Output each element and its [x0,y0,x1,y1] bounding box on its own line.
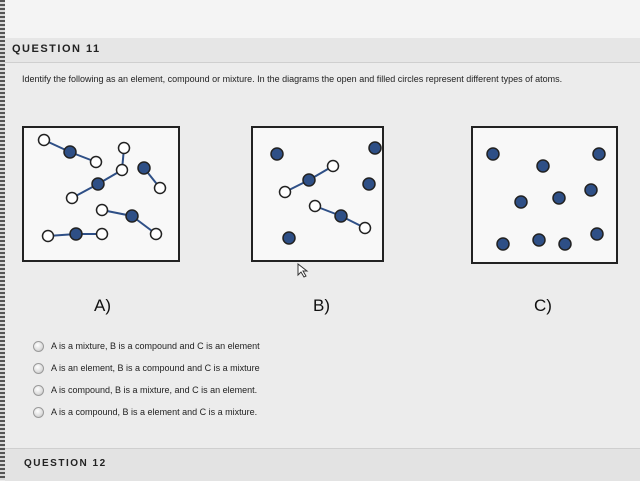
radio-button[interactable] [33,340,44,352]
filled-atom-icon [125,209,139,223]
question-header [5,38,640,63]
diagram-b [251,126,384,262]
diagram-b-label: B) [313,296,330,315]
diagram-c-label: C) [534,296,552,315]
filled-atom-icon [590,227,604,241]
filled-atom-icon [91,177,105,191]
filled-atom-icon [584,183,598,197]
filled-atom-icon [592,147,606,161]
diagram-c [471,126,618,264]
radio-button[interactable] [33,384,44,396]
filled-atom-icon [334,209,348,223]
answer-option-3[interactable]: A is compound, B is a mixture, and C is … [33,381,257,399]
filled-atom-icon [496,237,510,251]
filled-atom-icon [536,159,550,173]
answer-option-2-text: A is an element, B is a compound and C i… [51,363,260,373]
radio-button[interactable] [33,406,44,418]
filled-atom-icon [532,233,546,247]
open-atom-icon [117,141,131,155]
open-atom-icon [41,229,55,243]
diagram-b-drawing [270,141,382,245]
diagram-a-label: A) [94,296,111,315]
next-question-title: QUESTION 12 [24,458,107,469]
answer-option-1-text: A is a mixture, B is a compound and C is… [51,341,260,351]
answer-option-4[interactable]: A is a compound, B is a element and C is… [33,403,257,421]
open-atom-icon [358,221,372,235]
mouse-cursor-icon [297,263,309,278]
open-atom-icon [278,185,292,199]
open-atom-icon [95,227,109,241]
answer-option-3-text: A is compound, B is a mixture, and C is … [51,385,258,395]
radio-button[interactable] [33,362,44,374]
filled-atom-icon [486,147,500,161]
open-atom-icon [95,203,109,217]
filled-atom-icon [270,147,284,161]
open-atom-icon [65,191,79,205]
open-atom-icon [149,227,163,241]
filled-atom-icon [137,161,151,175]
filled-atom-icon [63,145,77,159]
next-question-header [5,448,640,481]
filled-atom-icon [362,177,376,191]
open-atom-icon [326,159,340,173]
diagram-a-drawing [37,133,167,243]
top-strip [5,0,640,39]
answer-option-1[interactable]: A is a mixture, B is a compound and C is… [33,337,260,355]
filled-atom-icon [552,191,566,205]
binder-edge [0,0,5,480]
question-title: QUESTION 11 [12,43,101,55]
open-atom-icon [37,133,51,147]
open-atom-icon [153,181,167,195]
open-atom-icon [308,199,322,213]
filled-atom-icon [302,173,316,187]
question-prompt: Identify the following as an element, co… [22,74,563,84]
diagram-a [22,126,180,262]
open-atom-icon [89,155,103,169]
filled-atom-icon [368,141,382,155]
diagram-c-drawing [486,147,606,251]
answer-option-2[interactable]: A is an element, B is a compound and C i… [33,359,260,377]
answer-option-4-text: A is a compound, B is a element and C is… [51,407,258,417]
filled-atom-icon [558,237,572,251]
filled-atom-icon [282,231,296,245]
filled-atom-icon [514,195,528,209]
open-atom-icon [115,163,129,177]
filled-atom-icon [69,227,83,241]
